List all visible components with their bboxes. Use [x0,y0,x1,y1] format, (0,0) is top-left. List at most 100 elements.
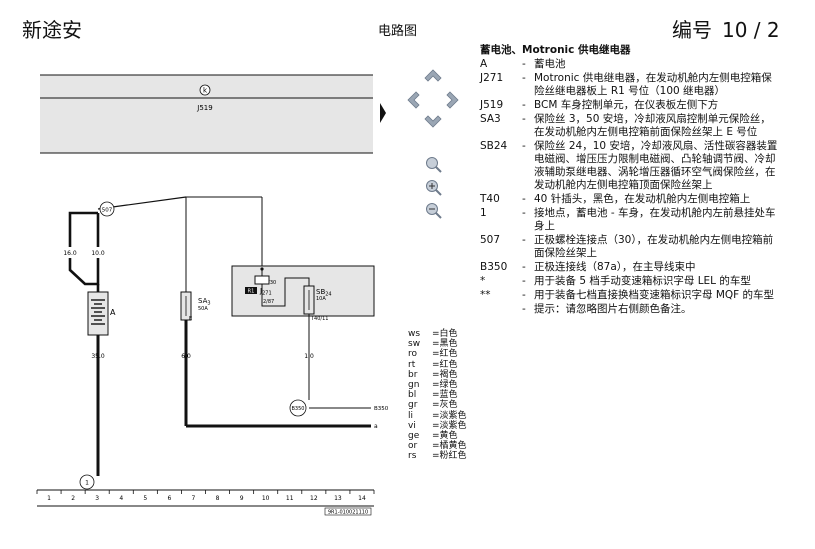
color-name: 蓝色 [439,390,458,401]
color-code: br [408,369,418,380]
color-code-item: br= 褐色 [408,370,467,380]
legend-desc: 保险丝 24，10 安培，冷却液风扇、活性碳容器装置电磁阀、增压压力限制电磁阀、… [534,140,778,191]
battery-label: A [110,308,116,317]
connector-b350-right-label: B350 [374,406,389,412]
ruler-label: 5 [143,495,147,502]
color-code: rs [408,451,417,462]
diagram-code: 9R1-010021110 [328,510,368,516]
color-name: 红色 [439,359,458,370]
color-code-item: sw = 黑色 [408,339,467,349]
legend-dash: - [522,113,526,125]
connector-t40-pin: T40/11 [310,316,328,322]
nav-up-icon[interactable] [424,69,442,82]
legend-code: J271 [480,72,504,84]
ruler-label: 1 [47,495,51,502]
color-name: 黑色 [439,339,458,350]
relay-j271-label: J271 [259,287,272,297]
legend-desc: 正极螺栓连接点（30），在发动机舱内左侧电控箱前面保险丝架上 [534,234,774,259]
legend-dash: - [522,289,526,301]
page-title: 电路图 [378,24,418,39]
legend-desc: 用于装备七档直接换档变速箱标识字母 MQF 的车型 [534,289,775,301]
wire-size-10: 10.0 [91,250,105,257]
ruler-label: 8 [216,495,220,502]
color-name: 淡紫色 [439,420,467,431]
zoom-out-icon[interactable] [426,203,442,219]
legend-item: -提示：请忽略图片右侧颜色备注。 [480,303,780,316]
wire-size-1: 1.0 [304,353,314,360]
legend-code: SA3 [480,113,501,125]
pin-1-30: 1/30 [265,280,276,286]
color-code-item: bl = 蓝色 [408,390,467,400]
color-eq: = [432,420,440,431]
legend-code: ** [480,289,491,301]
legend-item: J271-Motronic 供电继电器，在发动机舱内左侧电控箱保险丝继电器板上 … [480,72,780,98]
color-eq: = [432,451,440,462]
legend-dash: - [522,261,526,273]
ruler-label: 14 [358,495,366,502]
fuse-sa3-pin: E [189,316,192,322]
legend-item: SB24-保险丝 24，10 安培，冷却液风扇、活性碳容器装置电磁阀、增压压力限… [480,140,780,192]
ruler-label: 10 [262,495,270,502]
color-eq: = [432,359,440,370]
nav-left-icon[interactable] [407,91,420,109]
zoom-in-icon[interactable] [426,180,442,196]
page-forward-arrow-icon[interactable] [380,103,386,123]
ruler-label: 13 [334,495,342,502]
fuse-sb24-label: SB24 [316,288,332,298]
color-eq: = [432,410,440,421]
ruler-label: 7 [192,495,196,502]
legend-item: ** -用于装备七档直接换档变速箱标识字母 MQF 的车型 [480,289,780,302]
j271-panel [231,265,375,317]
nav-down-icon[interactable] [424,115,442,128]
r1-label: R1 [248,289,255,295]
color-code: rt [408,359,416,370]
color-eq: = [432,390,440,401]
legend-code [480,303,522,316]
color-code-item: rt = 红色 [408,360,467,370]
legend-code: A [480,58,488,70]
color-eq: = [432,380,440,391]
legend-dash: - [522,140,526,152]
color-eq: = [432,431,440,442]
legend-desc: 保险丝 3，50 安培，冷却液风扇控制单元保险丝，在发动机舱内左侧电控箱前面保险… [534,113,771,138]
nav-right-icon[interactable] [446,91,459,109]
legend-code: * [480,275,486,287]
page-number-label: 编号 [672,18,712,42]
legend-item: T40-40 针插头，黑色，在发动机舱内左侧电控箱上 [480,193,780,206]
battery-a [87,291,109,336]
ruler-label: 3 [95,495,99,502]
legend-desc: 正极连接线（87a），在主导线束中 [534,261,696,273]
legend-dash: - [522,58,526,70]
legend-item: 1-接地点，蓄电池 - 车身，在发动机舱内左前悬挂处车身上 [480,207,780,233]
page-number: 编号 10 / 2 [672,14,780,43]
ruler-label: 4 [119,495,123,502]
legend-item: *-用于装备 5 档手动变速箱标识字母 LEL 的车型 [480,275,780,288]
legend-code: 1 [480,207,487,219]
j519-tag: k [203,87,208,95]
ground-point-1 [79,474,95,490]
color-code: sw [408,339,421,350]
color-code: gn [408,380,420,391]
color-code-item: ws= 白色 [408,329,467,339]
legend-code: 507 [480,234,501,246]
brand-title: 新途安 [22,18,82,42]
page-number-value: 10 / 2 [722,18,780,42]
legend-item: A-蓄电池 [480,58,780,71]
color-code: bl [408,390,417,401]
legend-dash: - [522,99,526,111]
color-code-item: rs= 粉红色 [408,451,467,461]
legend-dash: - [522,193,526,205]
legend-code: J519 [480,99,504,111]
connector-507-label: 507 [102,208,113,214]
wire-size-6: 6.0 [181,353,191,360]
r1-badge [245,287,257,294]
color-eq: = [432,339,440,350]
color-code: ws [408,329,421,339]
j519-label: J519 [196,104,212,112]
zoom-fit-icon[interactable] [426,157,442,173]
fuse-sa3-amp: 50A [198,306,208,312]
color-code-item: or= 橘黄色 [408,441,467,451]
color-code: or [408,441,418,452]
